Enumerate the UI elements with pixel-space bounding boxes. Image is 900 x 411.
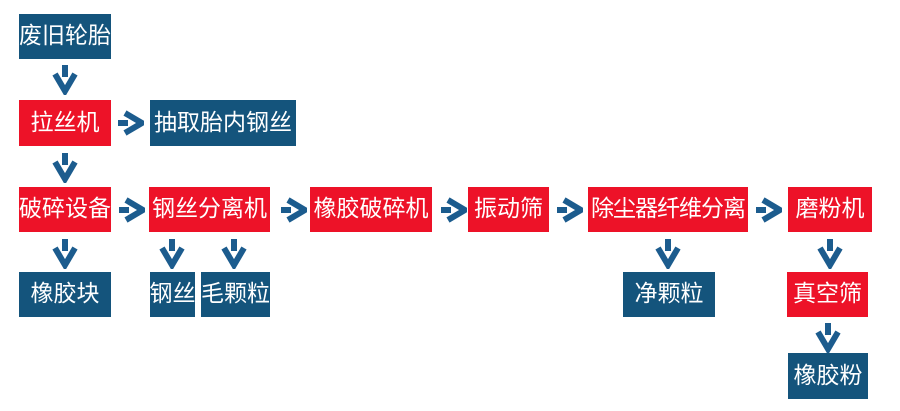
node-rubber-block: 橡胶块 bbox=[19, 272, 111, 317]
arrow-right-icon bbox=[117, 197, 145, 223]
arrow-right-icon bbox=[555, 197, 583, 223]
node-waste-tire: 废旧轮胎 bbox=[19, 14, 111, 59]
arrow-down-icon bbox=[655, 237, 681, 269]
node-vacuum-screen: 真空筛 bbox=[787, 272, 868, 317]
arrow-down-icon bbox=[221, 237, 247, 269]
node-rough-granules: 毛颗粒 bbox=[201, 272, 270, 317]
node-rubber-powder: 橡胶粉 bbox=[788, 353, 868, 399]
node-steel-wire-separator: 钢丝分离机 bbox=[149, 187, 270, 232]
arrow-down-icon bbox=[52, 63, 78, 95]
node-clean-granules: 净颗粒 bbox=[623, 272, 715, 317]
arrow-down-icon bbox=[52, 237, 78, 269]
node-wire-drawing-machine: 拉丝机 bbox=[19, 100, 111, 146]
node-crushing-equipment: 破碎设备 bbox=[19, 187, 111, 232]
node-rubber-crusher: 橡胶破碎机 bbox=[310, 187, 432, 232]
arrow-right-icon bbox=[279, 197, 307, 223]
node-vibrating-screen: 振动筛 bbox=[468, 187, 549, 232]
arrow-right-icon bbox=[439, 197, 467, 223]
arrow-down-icon bbox=[159, 237, 185, 269]
arrow-down-icon bbox=[52, 151, 78, 183]
arrow-right-icon bbox=[116, 110, 144, 136]
node-extract-inner-steel-wire: 抽取胎内钢丝 bbox=[150, 100, 296, 146]
arrow-down-icon bbox=[817, 237, 843, 269]
node-grinding-machine: 磨粉机 bbox=[788, 187, 872, 232]
node-steel-wire: 钢丝 bbox=[150, 272, 196, 317]
arrow-right-icon bbox=[754, 197, 782, 223]
node-dust-collector-fiber-separation: 除尘器纤维分离 bbox=[588, 187, 748, 232]
arrow-down-icon bbox=[815, 321, 841, 353]
